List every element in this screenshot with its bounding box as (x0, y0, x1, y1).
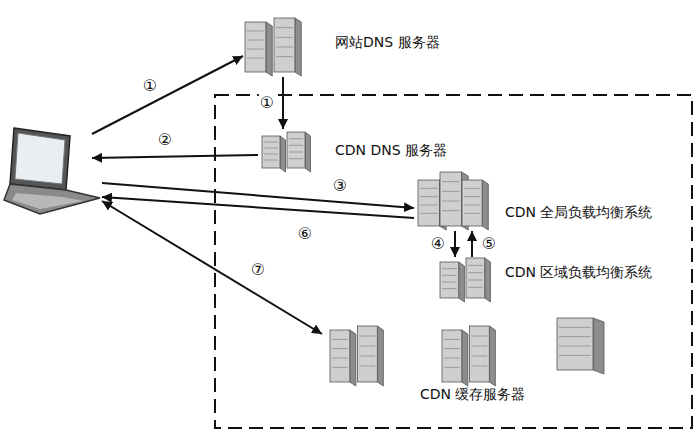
client-arrows (92, 56, 414, 334)
callout-number: ③ (332, 177, 348, 195)
server-icon (418, 172, 658, 230)
server-tower (557, 318, 604, 374)
server-node: CDN 全局负载均衡系统 (418, 172, 658, 230)
callout-number: ② (157, 131, 173, 149)
arrow-line (102, 197, 414, 218)
node-label: CDN 全局负载均衡系统 (505, 204, 652, 221)
callout-number: ① (259, 94, 275, 112)
arrow-line (92, 155, 258, 158)
arrow-line (102, 183, 414, 208)
server-tower (245, 22, 272, 76)
server-node: CDN 缓存服务器 (325, 318, 607, 404)
node-label: 网站DNS 服务器 (335, 34, 440, 51)
flow-arrow (282, 77, 284, 129)
node-label: CDN 区域负载均衡系统 (505, 264, 652, 281)
server-node: 网站DNS 服务器 (245, 18, 446, 76)
arrow-line (92, 56, 243, 134)
server-tower (462, 180, 488, 230)
server-node: CDN DNS 服务器 (262, 130, 453, 172)
flow-arrow (454, 231, 456, 257)
server-tower (330, 330, 356, 386)
server-tower (358, 326, 384, 386)
server-tower (470, 326, 496, 386)
callout-number: ⑦ (250, 261, 266, 279)
server-tower (466, 258, 490, 302)
server-tower (442, 330, 468, 386)
server-node: CDN 区域负载均衡系统 (440, 258, 658, 302)
flow-arrow (471, 231, 473, 257)
node-label: CDN 缓存服务器 (420, 386, 525, 403)
server-tower (262, 136, 286, 172)
laptop-icon (4, 128, 100, 214)
callout-number: ④ (430, 235, 446, 253)
server-tower (287, 132, 311, 172)
cdn-region-border (215, 95, 692, 428)
node-label: CDN DNS 服务器 (335, 142, 447, 159)
callout-number: ⑤ (481, 235, 497, 253)
arrow-line (102, 201, 322, 334)
server-tower (440, 262, 464, 302)
callout-number: ⑥ (297, 225, 313, 243)
server-tower (274, 18, 301, 76)
callout-number: ① (142, 77, 158, 95)
